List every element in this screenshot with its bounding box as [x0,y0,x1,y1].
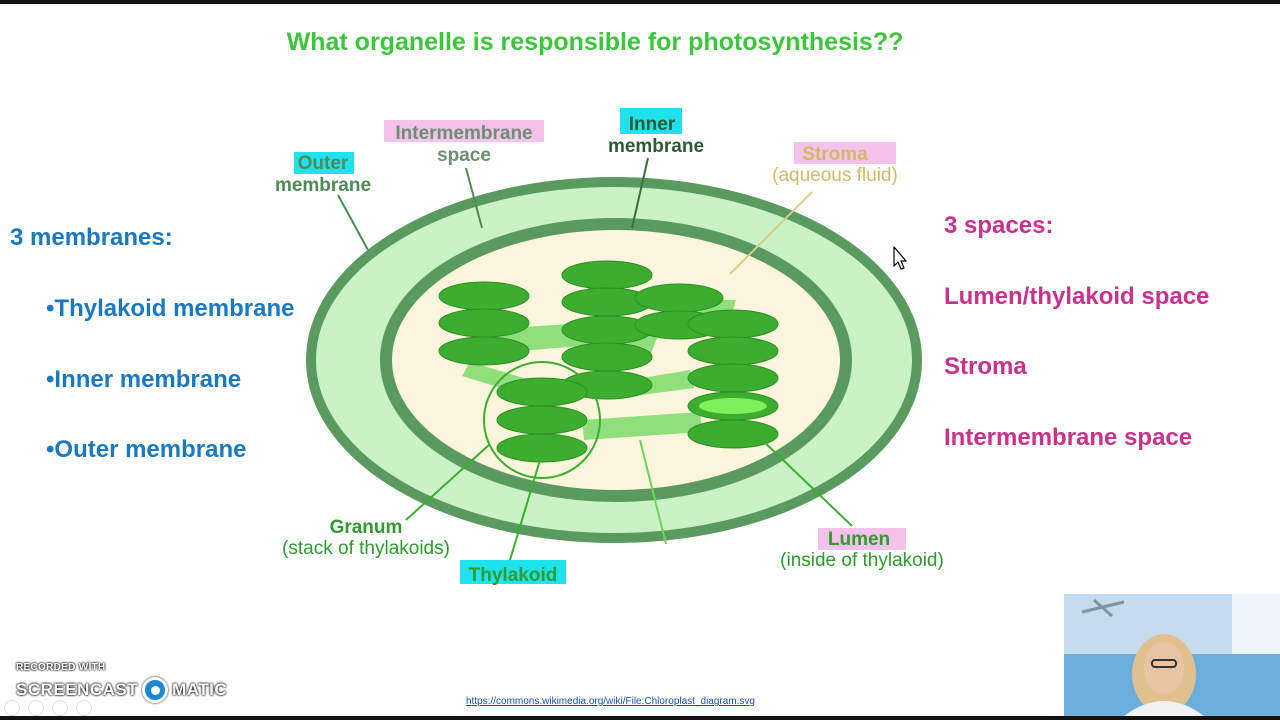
label-intermembrane-1: Intermembrane [395,123,532,144]
membrane-item-outer: •Outer membrane [46,436,247,463]
membrane-item-thylakoid: •Thylakoid membrane [46,295,295,322]
label-granum-1: Granum [330,517,403,538]
membrane-item-inner: •Inner membrane [46,366,242,393]
slide-title: What organelle is responsible for photos… [286,28,904,56]
label-inner-2: membrane [608,136,704,157]
space-item-stroma: Stroma [944,353,1027,380]
label-lumen-1: Lumen [828,529,890,550]
screencast-logo-icon [142,677,169,703]
intermembrane-highlight [384,120,544,142]
label-inner-1: Inner [629,114,676,135]
volume-icon[interactable] [76,700,92,716]
label-intermembrane-2: space [437,145,491,166]
player-controls[interactable] [4,700,92,716]
thylakoid-highlight [460,560,566,584]
recorder-watermark: RECORDED WITH SCREENCAST MATIC [16,662,227,703]
stroma-highlight [794,142,896,164]
outer-highlight [294,152,354,174]
label-stroma-2: (aqueous fluid) [772,165,898,186]
thylakoid-stacks [438,260,779,463]
pointer-lines [337,157,853,561]
label-thylakoid: Thylakoid [469,565,558,586]
forward-icon[interactable] [52,700,68,716]
bottom-border [0,716,1280,720]
label-outer-2: membrane [275,175,371,196]
webcam-person-image [1064,594,1280,716]
top-border [0,0,1280,4]
play-icon[interactable] [28,700,44,716]
inner-highlight [620,108,682,134]
space-item-lumen: Lumen/thylakoid space [944,283,1210,310]
webcam-overlay [1064,594,1280,716]
source-link[interactable]: https://commons.wikimedia.org/wiki/File:… [466,696,755,707]
membranes-heading: 3 membranes: [10,224,173,251]
lumen-label-highlight [818,528,906,550]
label-lumen-2: (inside of thylakoid) [780,550,944,571]
watermark-brand-right: MATIC [172,680,228,699]
rewind-icon[interactable] [4,700,20,716]
lumen-highlight [699,398,767,414]
label-stroma-1: Stroma [802,144,868,165]
granum-circle [483,361,601,479]
watermark-brand-left: SCREENCAST [16,680,139,699]
watermark-recorded-with: RECORDED WITH [16,662,106,673]
mouse-cursor-icon [893,246,907,270]
label-outer-1: Outer [298,153,349,174]
space-item-intermembrane: Intermembrane space [944,424,1193,451]
label-granum-2: (stack of thylakoids) [282,538,450,559]
spaces-heading: 3 spaces: [944,212,1054,239]
